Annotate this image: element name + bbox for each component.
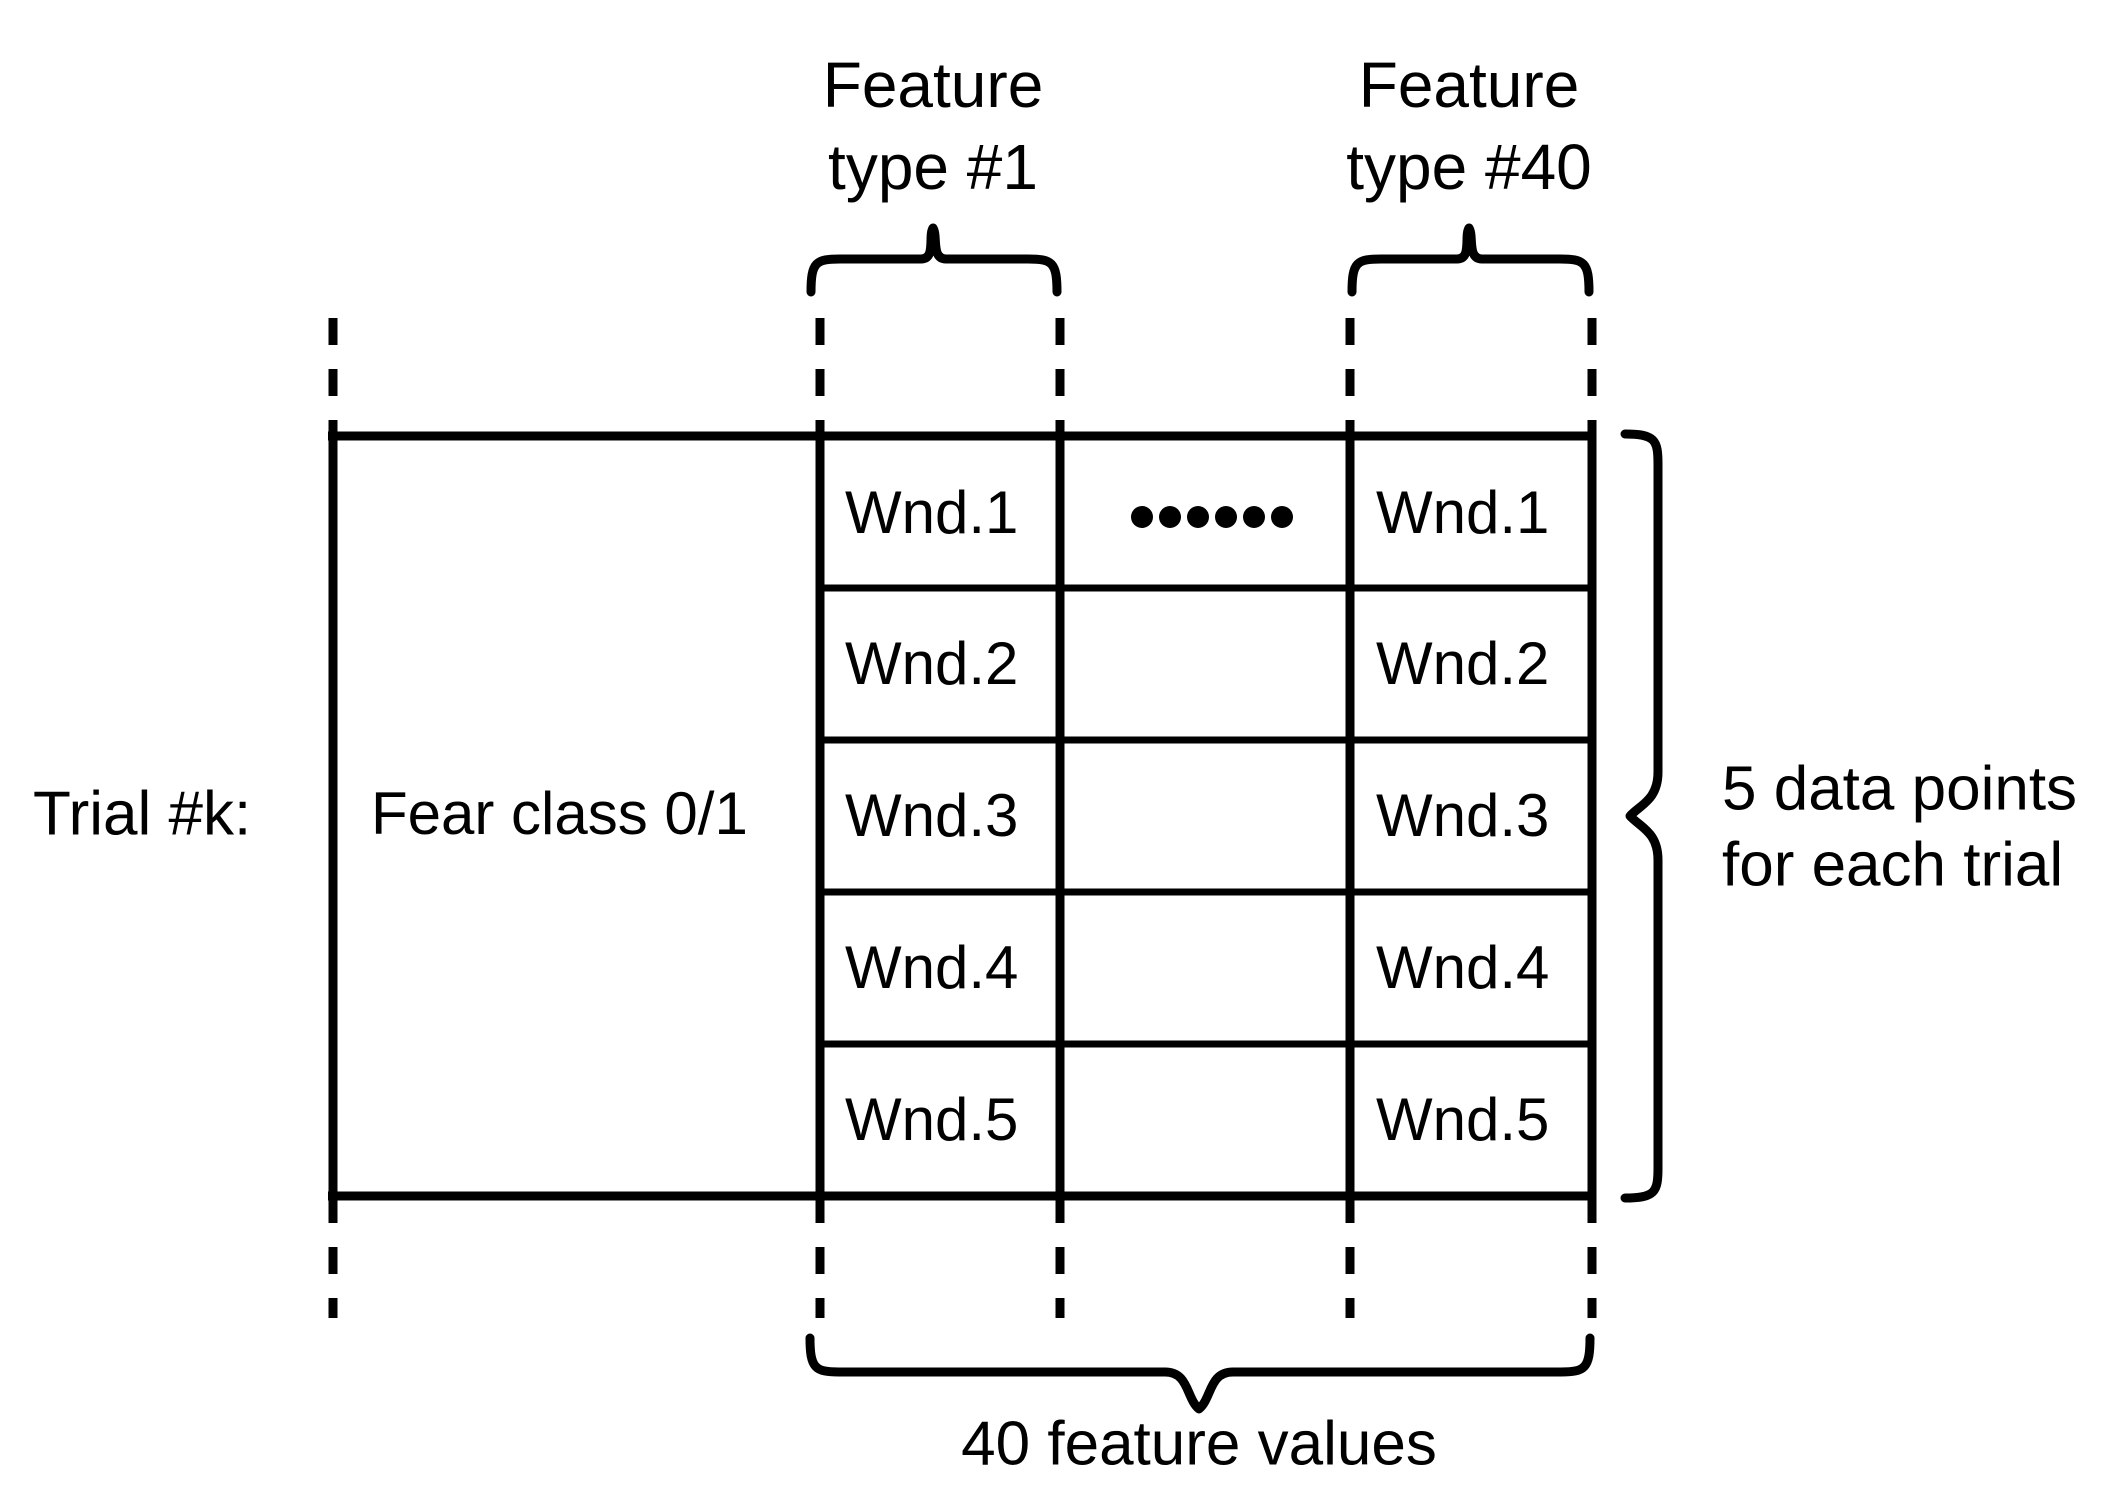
cell-col1-wnd-3: Wnd.3 <box>845 782 1018 849</box>
ellipsis-dot <box>1159 506 1181 528</box>
annotation-data-points-line2: for each trial <box>1722 830 2063 899</box>
ellipsis-dot <box>1243 506 1265 528</box>
cell-col40-wnd-3: Wnd.3 <box>1376 782 1549 849</box>
caption-forty-feature-values: 40 feature values <box>961 1409 1437 1478</box>
cell-col1-wnd-4: Wnd.4 <box>845 934 1018 1001</box>
header-feature-type-1-line1: Feature <box>823 49 1044 121</box>
header-feature-type-40-line2: type #40 <box>1346 131 1592 203</box>
cell-fear-class: Fear class 0/1 <box>371 780 748 847</box>
ellipsis-dot <box>1215 506 1237 528</box>
ellipsis-dot <box>1271 506 1293 528</box>
cell-col1-wnd-1: Wnd.1 <box>845 479 1018 546</box>
cell-col40-wnd-4: Wnd.4 <box>1376 934 1549 1001</box>
header-feature-type-1-line2: type #1 <box>828 131 1038 203</box>
cell-col1-wnd-5: Wnd.5 <box>845 1086 1018 1153</box>
header-feature-type-40-line1: Feature <box>1359 49 1580 121</box>
ellipsis-dots <box>1131 506 1293 528</box>
ellipsis-dot <box>1131 506 1153 528</box>
cell-col40-wnd-2: Wnd.2 <box>1376 630 1549 697</box>
cell-col1-wnd-2: Wnd.2 <box>845 630 1018 697</box>
brace-feature-type-40 <box>1347 223 1594 297</box>
annotation-data-points-line1: 5 data points <box>1722 754 2077 823</box>
brace-five-data-points <box>1620 429 1663 1203</box>
cell-col40-wnd-5: Wnd.5 <box>1376 1086 1549 1153</box>
cell-col40-wnd-1: Wnd.1 <box>1376 479 1549 546</box>
brace-feature-type-1 <box>806 223 1062 297</box>
brace-forty-feature-values <box>805 1333 1595 1414</box>
ellipsis-dot <box>1187 506 1209 528</box>
trial-row-label: Trial #k: <box>33 779 251 848</box>
